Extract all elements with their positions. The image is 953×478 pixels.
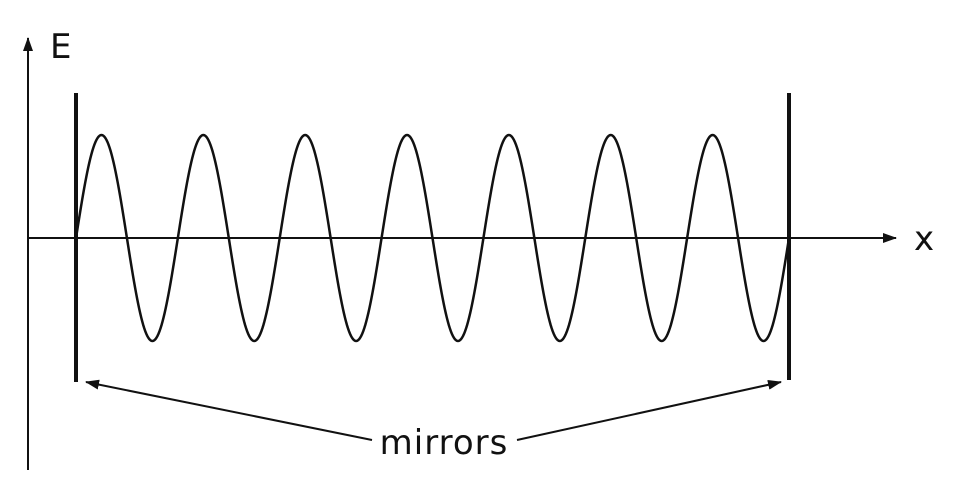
x-axis-label: x [914,219,934,259]
right-mirror-arrow [516,379,782,441]
mirrors-label: mirrors [380,423,509,463]
standing-wave-curve [74,133,791,343]
left-mirror-arrow [85,379,373,441]
e-axis-label: E [50,27,71,67]
